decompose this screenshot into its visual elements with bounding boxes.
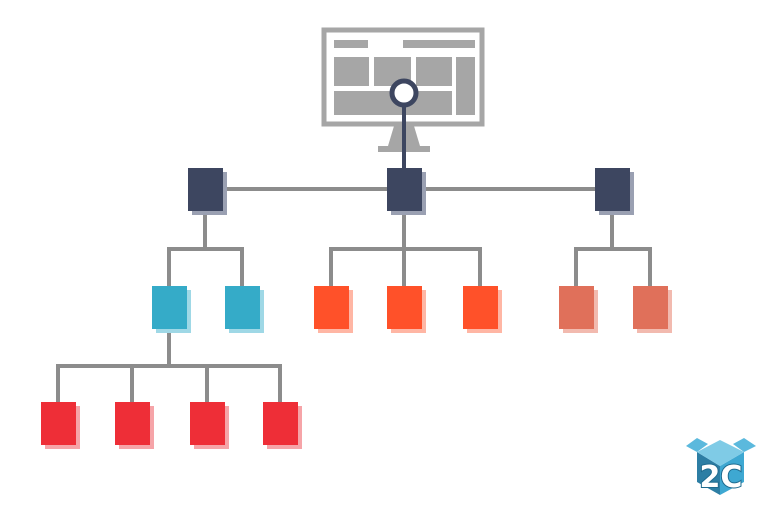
red-node-1 [41,402,80,449]
red-node-4 [263,402,302,449]
orange-node-2-box [387,286,422,329]
red-node-3-box [190,402,225,445]
2c-box-logo-icon: 2C [686,438,756,496]
orange-node-1-box [314,286,349,329]
orange-node-3-box [463,286,498,329]
teal-node-1 [152,286,191,333]
red-node-2 [115,402,154,449]
diagram-nodes [41,168,672,449]
hub-right-node [595,168,634,215]
orange-node-2 [387,286,426,333]
orange-node-1 [314,286,353,333]
hub-left-node [188,168,227,215]
salmon-node-2-box [633,286,668,329]
hub-center-node [387,168,426,215]
orange-node-3 [463,286,502,333]
logo-text: 2C [700,460,743,495]
desktop-monitor-icon [321,27,485,170]
red-node-4-box [263,402,298,445]
red-node-1-box [41,402,76,445]
red-node-3 [190,402,229,449]
red-node-2-box [115,402,150,445]
hub-center-node-box [387,168,422,211]
hub-right-node-box [595,168,630,211]
teal-node-1-box [152,286,187,329]
teal-node-2 [225,286,264,333]
salmon-node-1-box [559,286,594,329]
salmon-node-2 [633,286,672,333]
salmon-node-1 [559,286,598,333]
teal-node-2-box [225,286,260,329]
hub-left-node-box [188,168,223,211]
